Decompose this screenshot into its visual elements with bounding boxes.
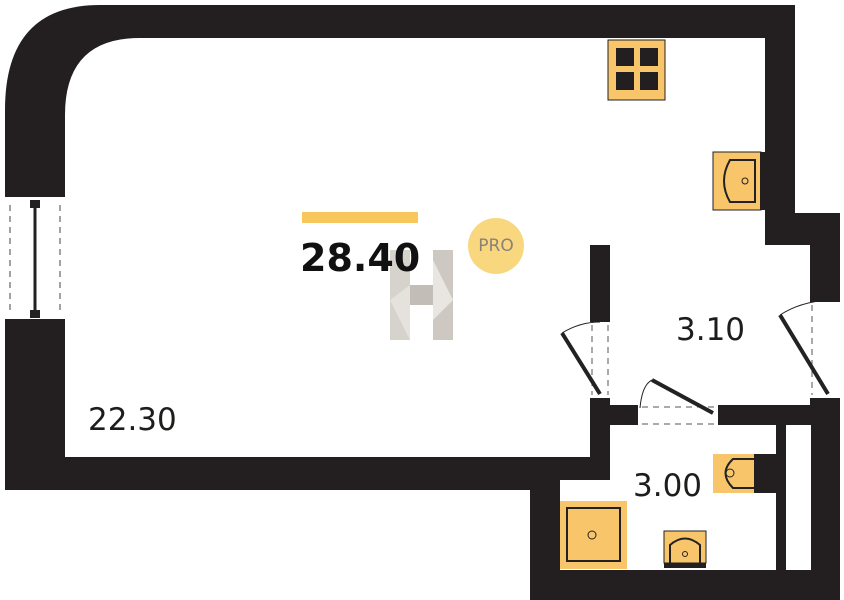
hallway-area: 3.10: [676, 312, 746, 348]
toilet-icon: [713, 454, 776, 493]
total-area: 28.40: [300, 236, 421, 280]
shaft: [786, 425, 811, 570]
kitchen-sink-icon: [712, 151, 766, 211]
bathroom-sink-icon: [663, 530, 707, 568]
door-entrance-left[interactable]: [560, 321, 610, 398]
pro-badge: PRO: [468, 218, 524, 274]
stove-icon: [607, 39, 666, 101]
logo-watermark: [390, 250, 453, 340]
bathroom-area: 3.00: [633, 468, 703, 504]
area-accent-bar: [302, 212, 418, 223]
window: [5, 197, 65, 319]
door-bathroom[interactable]: [638, 378, 718, 425]
hallway-floor: [610, 245, 810, 405]
shower-tray-icon: [560, 501, 627, 569]
living-room-area: 22.30: [88, 402, 177, 438]
door-hallway-right[interactable]: [778, 299, 840, 398]
